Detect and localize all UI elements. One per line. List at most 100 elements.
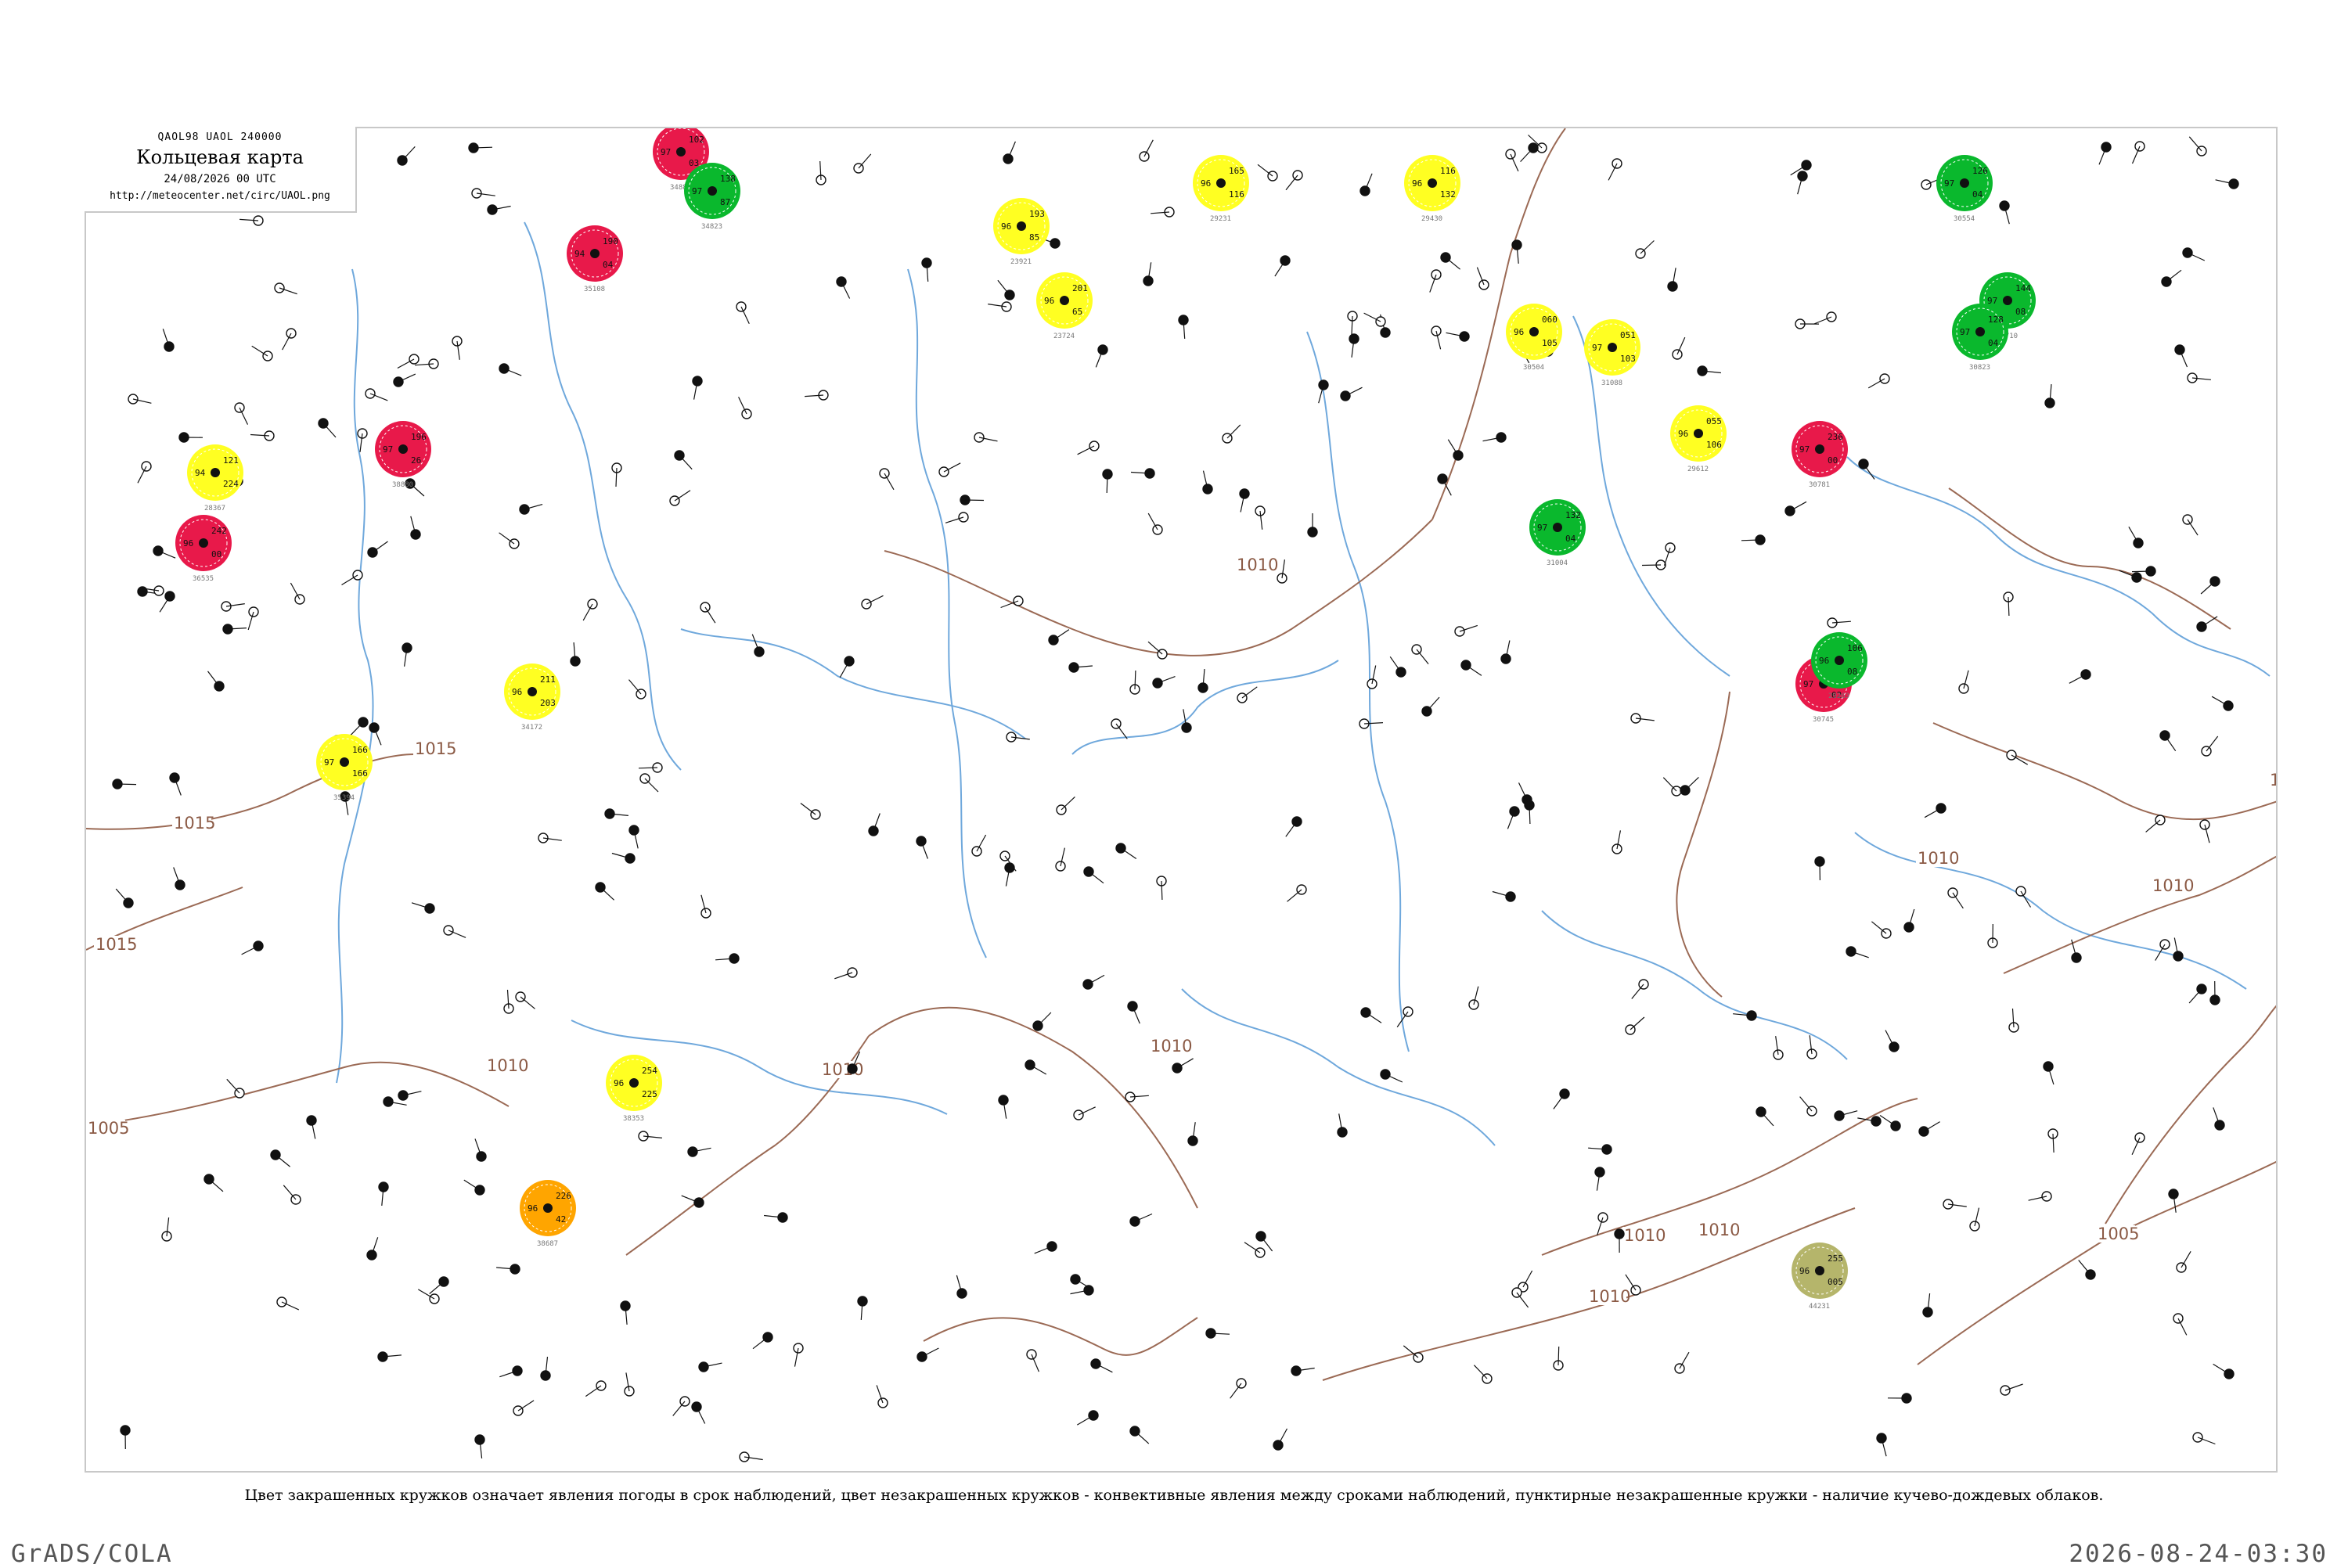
station-marker [917, 1348, 938, 1361]
station-marker [379, 1182, 388, 1206]
cloud-cover-symbol [528, 687, 537, 696]
station-marker [1469, 987, 1478, 1009]
station-marker [1291, 1366, 1315, 1376]
wind-barb [1177, 1059, 1194, 1068]
station-marker [504, 990, 513, 1013]
station-marker [1348, 311, 1357, 335]
station-marker [464, 1180, 484, 1195]
wind-barb [2206, 736, 2218, 751]
station-marker [2000, 201, 2009, 224]
station-marker [1698, 366, 1721, 376]
station-marker [1111, 719, 1127, 739]
station-marker [475, 1435, 484, 1458]
station-marker [2069, 670, 2091, 683]
station-marker [988, 302, 1011, 311]
station-marker [541, 1357, 550, 1380]
source-url[interactable]: http://meteocenter.net/circ/UAOL.png [85, 190, 355, 202]
wind-barb [520, 997, 535, 1009]
humidity-value: 96 [183, 538, 193, 548]
wind-barb [1417, 649, 1428, 664]
station-marker [1461, 660, 1482, 675]
wind-barb [1366, 1012, 1381, 1023]
visibility-value: 166 [352, 768, 368, 779]
station-id: 29263 [1828, 692, 1849, 700]
station-marker [307, 1116, 316, 1139]
station-marker [1959, 671, 1968, 693]
station-marker [639, 1131, 662, 1141]
cloud-cover-symbol [676, 147, 686, 156]
station-marker [1071, 1275, 1092, 1289]
visibility-value: 00 [211, 549, 221, 559]
visibility-value: 005 [1828, 1277, 1843, 1287]
station-id: 29612 [1687, 466, 1709, 473]
isobar-line [1676, 692, 1730, 997]
cloud-cover-symbol [1017, 221, 1026, 231]
station-id: 38687 [537, 1240, 558, 1248]
visibility-value: 87 [720, 197, 730, 207]
station-marker [1179, 315, 1188, 339]
cloud-cover-symbol [1529, 327, 1539, 336]
humidity-value: 96 [1201, 178, 1211, 189]
station-marker [174, 868, 185, 890]
isobar-label: 1010 [487, 1056, 528, 1075]
wind-barb [600, 887, 614, 900]
station-marker [2045, 384, 2054, 408]
station-marker [520, 505, 542, 514]
station-marker [1244, 1243, 1265, 1257]
wind-barb [1244, 1243, 1260, 1253]
station-marker [1663, 778, 1681, 796]
station-marker [411, 516, 420, 539]
pressure-value: 116 [1440, 166, 1456, 176]
station-marker [1083, 975, 1104, 989]
station-marker [1668, 268, 1677, 291]
station-marker [764, 1213, 787, 1222]
generation-timestamp: 2026-08-24-03:30 [2069, 1540, 2328, 1568]
station-marker [2044, 1062, 2054, 1084]
station-marker [179, 433, 203, 442]
humidity-value: 96 [1044, 296, 1054, 306]
humidity-value: 96 [1412, 178, 1422, 189]
wind-barb [2146, 820, 2160, 832]
station-marker [1888, 1394, 1911, 1403]
station-marker [2173, 938, 2183, 962]
station-marker [688, 1147, 711, 1156]
station-marker [880, 469, 894, 490]
station-marker [1223, 425, 1241, 443]
pressure-value: 166 [352, 745, 368, 755]
station-id: 30504 [1523, 364, 1544, 372]
visibility-value: 04 [1565, 534, 1576, 544]
humidity-value: 94 [574, 249, 585, 259]
station-marker [2193, 1433, 2215, 1444]
visibility-value: 203 [540, 698, 556, 708]
pressure-value: 193 [1029, 209, 1045, 219]
station-marker [1143, 262, 1153, 286]
station-plots[interactable]: 1029703348801389787348231909404351081969… [113, 128, 2238, 1462]
humidity-value: 97 [661, 147, 671, 157]
wind-barb [275, 1155, 290, 1167]
map-date: 24/08/2026 00 UTC [85, 173, 355, 185]
station-marker [1642, 560, 1666, 570]
station-marker [1680, 777, 1698, 795]
